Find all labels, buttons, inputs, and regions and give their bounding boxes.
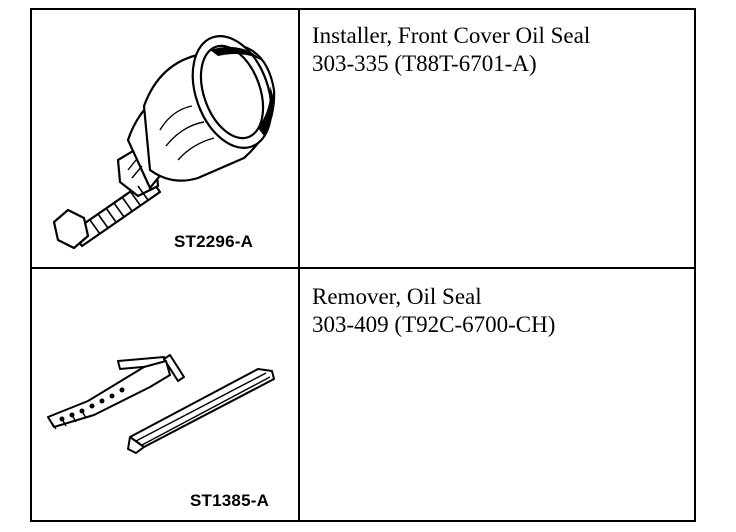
- tool-description: Remover, Oil Seal 303-409 (T92C-6700-CH): [312, 283, 555, 339]
- illustration-code-label: ST1385-A: [190, 491, 270, 510]
- tool-number: 303-335 (T88T-6701-A): [312, 51, 537, 76]
- tool-row-remover: ST1385-A Remover, Oil Seal 303-409 (T92C…: [32, 269, 694, 522]
- tool-number: 303-409 (T92C-6700-CH): [312, 312, 556, 337]
- front-cover-oil-seal-installer-illustration: [52, 35, 276, 250]
- tool-description: Installer, Front Cover Oil Seal 303-335 …: [312, 22, 590, 78]
- illustration-cell: ST2296-A: [32, 10, 298, 267]
- oil-seal-remover-illustration: [47, 354, 275, 454]
- illustration-code-label: ST2296-A: [174, 232, 254, 251]
- special-tools-table: ST2296-A Installer, Front Cover Oil Seal…: [30, 8, 696, 522]
- tool-name: Remover, Oil Seal: [312, 284, 482, 309]
- thread-lines: [89, 185, 149, 235]
- illustration-cell: ST1385-A: [32, 269, 298, 522]
- column-divider: [298, 269, 300, 522]
- column-divider: [298, 10, 300, 267]
- tool-row-installer: ST2296-A Installer, Front Cover Oil Seal…: [32, 10, 694, 269]
- tool-name: Installer, Front Cover Oil Seal: [312, 23, 591, 48]
